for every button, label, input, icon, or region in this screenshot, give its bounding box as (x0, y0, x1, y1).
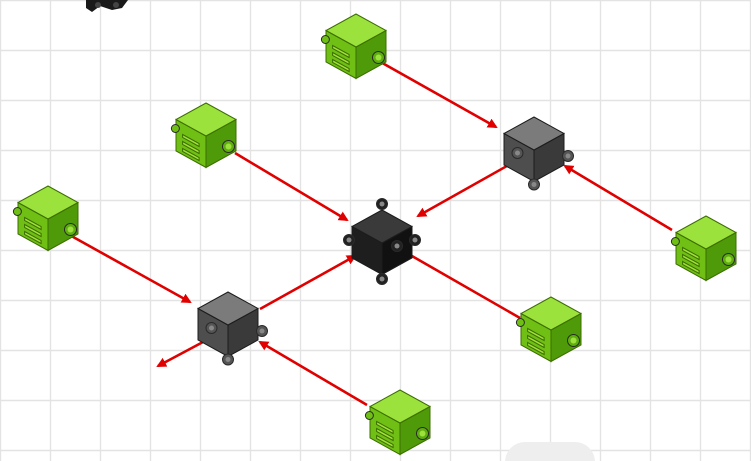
green-block-icon[interactable] (320, 13, 388, 80)
arrows-layer (65, 54, 673, 407)
scroll-handle[interactable] (505, 442, 595, 461)
arrow-gray-block-upper-right-to-hub-block (416, 160, 515, 218)
green-block-icon[interactable] (515, 296, 583, 363)
hub-block-icon[interactable] (343, 198, 421, 285)
green-block-icon[interactable] (670, 215, 738, 282)
blocks-layer (12, 13, 738, 456)
gray-block-icon[interactable] (196, 291, 268, 366)
green-block-icon[interactable] (170, 102, 238, 169)
arrow-green-block-top-to-gray-block-upper-right (369, 54, 498, 129)
green-block-icon[interactable] (12, 185, 80, 252)
partial-block-icon (86, 0, 128, 12)
gray-block-icon[interactable] (502, 116, 574, 191)
arrow-green-block-bottom-to-gray-block-lower-left (258, 340, 368, 407)
green-block-icon[interactable] (364, 389, 432, 456)
arrow-green-block-left-to-gray-block-lower-left (65, 231, 192, 304)
arrow-gray-block-lower-left-to-hub-block (259, 254, 357, 311)
arrow-green-block-lower-right-to-hub-block (396, 246, 521, 320)
arrow-green-block-right-to-gray-block-upper-right (563, 164, 673, 232)
arrow-green-block-upper-left-to-hub-block (234, 151, 349, 222)
